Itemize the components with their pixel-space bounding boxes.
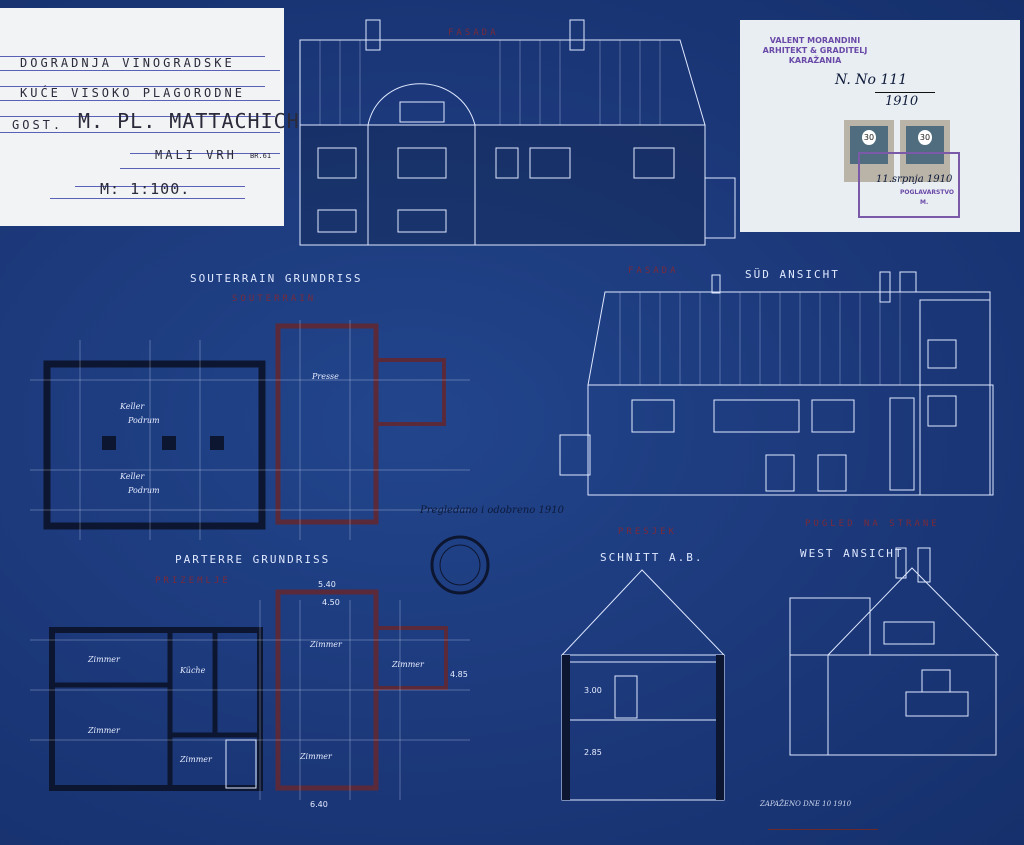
room-label: Presse [312,372,339,381]
souterrain-title: SOUTERRAIN GRUNDRISS [190,272,363,285]
section-drawing [560,569,726,801]
location: MALI VRH [155,148,237,162]
dimension: 6.40 [310,800,328,809]
stamp-line: VALENT MORANDINI [769,36,861,45]
room-label: Zimmer [88,726,120,735]
parterre-plan [30,589,470,800]
parterre-subtitle: PRIZEMLJE [155,576,231,586]
room-label: Zimmer [310,640,342,649]
dimension: 4.50 [322,598,340,607]
title-line-3-prefix: GOST. [12,118,64,132]
signature-caption: ZAPAŽENO DNE 10 1910 [760,800,852,808]
section-title: SCHNITT A.B. [600,551,704,564]
registration-number: N. No 111 [835,72,908,88]
room-label: Zimmer [180,755,212,764]
room-label: Zimmer [88,655,120,664]
souterrain-subtitle: SOUTERRAIN [232,294,317,304]
room-label: Podrum [128,416,160,425]
stamp-value: 30 [917,130,933,145]
approval-block: VALENT MORANDINI ARHITEKT & GRADITELJ KA… [740,20,1020,232]
room-label: Podrum [128,486,160,495]
title-line-2: KUĆE VISOKO PLAGORODNE [20,86,245,100]
office-text: POGLAVARSTVO [900,189,955,196]
signature [768,815,878,830]
dimension: 2.85 [584,748,602,757]
title-line-1: DOGRADNJA VINOGRADSKE [20,56,235,70]
room-label: Zimmer [300,752,332,761]
section-subtitle: PRESJEK [618,527,677,537]
south-view-title: SÜD ANSICHT [745,268,840,281]
registration-year: 1910 [885,94,919,109]
scale: M: 1:100. [100,180,191,198]
date-stamp: 11.srpnja 1910 POGLAVARSTVO M. [858,152,960,218]
west-facade-drawing [789,547,1000,756]
title-block: DOGRADNJA VINOGRADSKE KUĆE VISOKO PLAGOR… [0,8,299,226]
side-subtitle: POGLED NA STRANE [805,519,940,529]
stamp-line: KARAŽANIA [788,56,842,65]
architect-stamp: VALENT MORANDINI ARHITEKT & GRADITELJ KA… [750,36,880,66]
room-label: Keller [120,472,145,481]
room-label: Zimmer [392,660,424,669]
room-label: Küche [180,666,206,675]
stamp-line: ARHITEKT & GRADITELJ [762,46,868,55]
dimension: 5.40 [318,580,336,589]
dimension: 4.85 [450,670,468,679]
revenue-stamp: 30 [844,120,894,182]
revenue-stamp: 30 [900,120,950,182]
room-label: Keller [120,402,145,411]
house-number: BR.61 [250,152,272,160]
west-view-title: WEST ANSICHT [800,547,904,560]
office-initial: M. [920,199,929,206]
official-seal [430,535,490,595]
stamp-value: 30 [861,130,877,145]
date-stamp-text: 11.srpnja 1910 [876,174,953,185]
south-facade-drawing [559,271,994,496]
facade-right-label: FASADA [628,266,679,276]
handwritten-note: Pregledano i odobreno 1910 [420,505,564,516]
top-facade-drawing [299,19,736,246]
parterre-title: PARTERRE GRUNDRISS [175,553,331,566]
souterrain-plan [30,320,470,540]
facade-top-label: FASADA [448,28,499,38]
dimension: 3.00 [584,686,602,695]
owner-name: M. PL. MATTACHICH [78,109,300,133]
